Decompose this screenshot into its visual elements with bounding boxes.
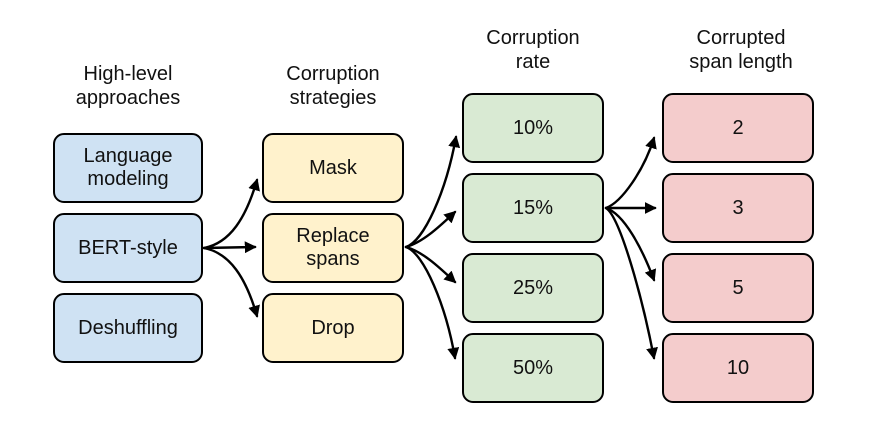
edge-15pct-to-2	[604, 136, 657, 210]
edge-15pct-to-5	[604, 206, 657, 282]
box-rate-50: 50%	[462, 333, 604, 403]
edge-bert-to-drop	[202, 246, 260, 318]
box-span-2: 2	[662, 93, 814, 163]
box-replace-spans: Replace spans	[262, 213, 404, 283]
box-language-modeling: Language modeling	[53, 133, 203, 203]
column-header-corrupted-span-length: Corrupted span length	[689, 27, 793, 73]
edge-replace-to-50pct	[404, 245, 460, 360]
box-bert-style: BERT-style	[53, 213, 203, 283]
box-rate-25: 25%	[462, 253, 604, 323]
column-header-corruption-strategies: Corruption strategies	[286, 63, 380, 109]
box-rate-10: 10%	[462, 93, 604, 163]
edge-replace-to-10pct	[404, 135, 461, 249]
edge-bert-to-mask	[202, 178, 260, 250]
edge-replace-to-15pct	[404, 210, 457, 249]
edge-15pct-to-10	[604, 206, 658, 360]
column-header-high-level-approaches: High-level approaches	[75, 63, 181, 109]
edge-replace-to-25pct	[404, 245, 457, 284]
box-rate-15: 15%	[462, 173, 604, 243]
box-deshuffling: Deshuffling	[53, 293, 203, 363]
box-span-3: 3	[662, 173, 814, 243]
box-mask: Mask	[262, 133, 404, 203]
box-span-10: 10	[662, 333, 814, 403]
box-span-5: 5	[662, 253, 814, 323]
box-drop: Drop	[262, 293, 404, 363]
column-header-corruption-rate: Corruption rate	[486, 27, 580, 73]
edge-bert-to-replace-spans	[202, 241, 257, 254]
